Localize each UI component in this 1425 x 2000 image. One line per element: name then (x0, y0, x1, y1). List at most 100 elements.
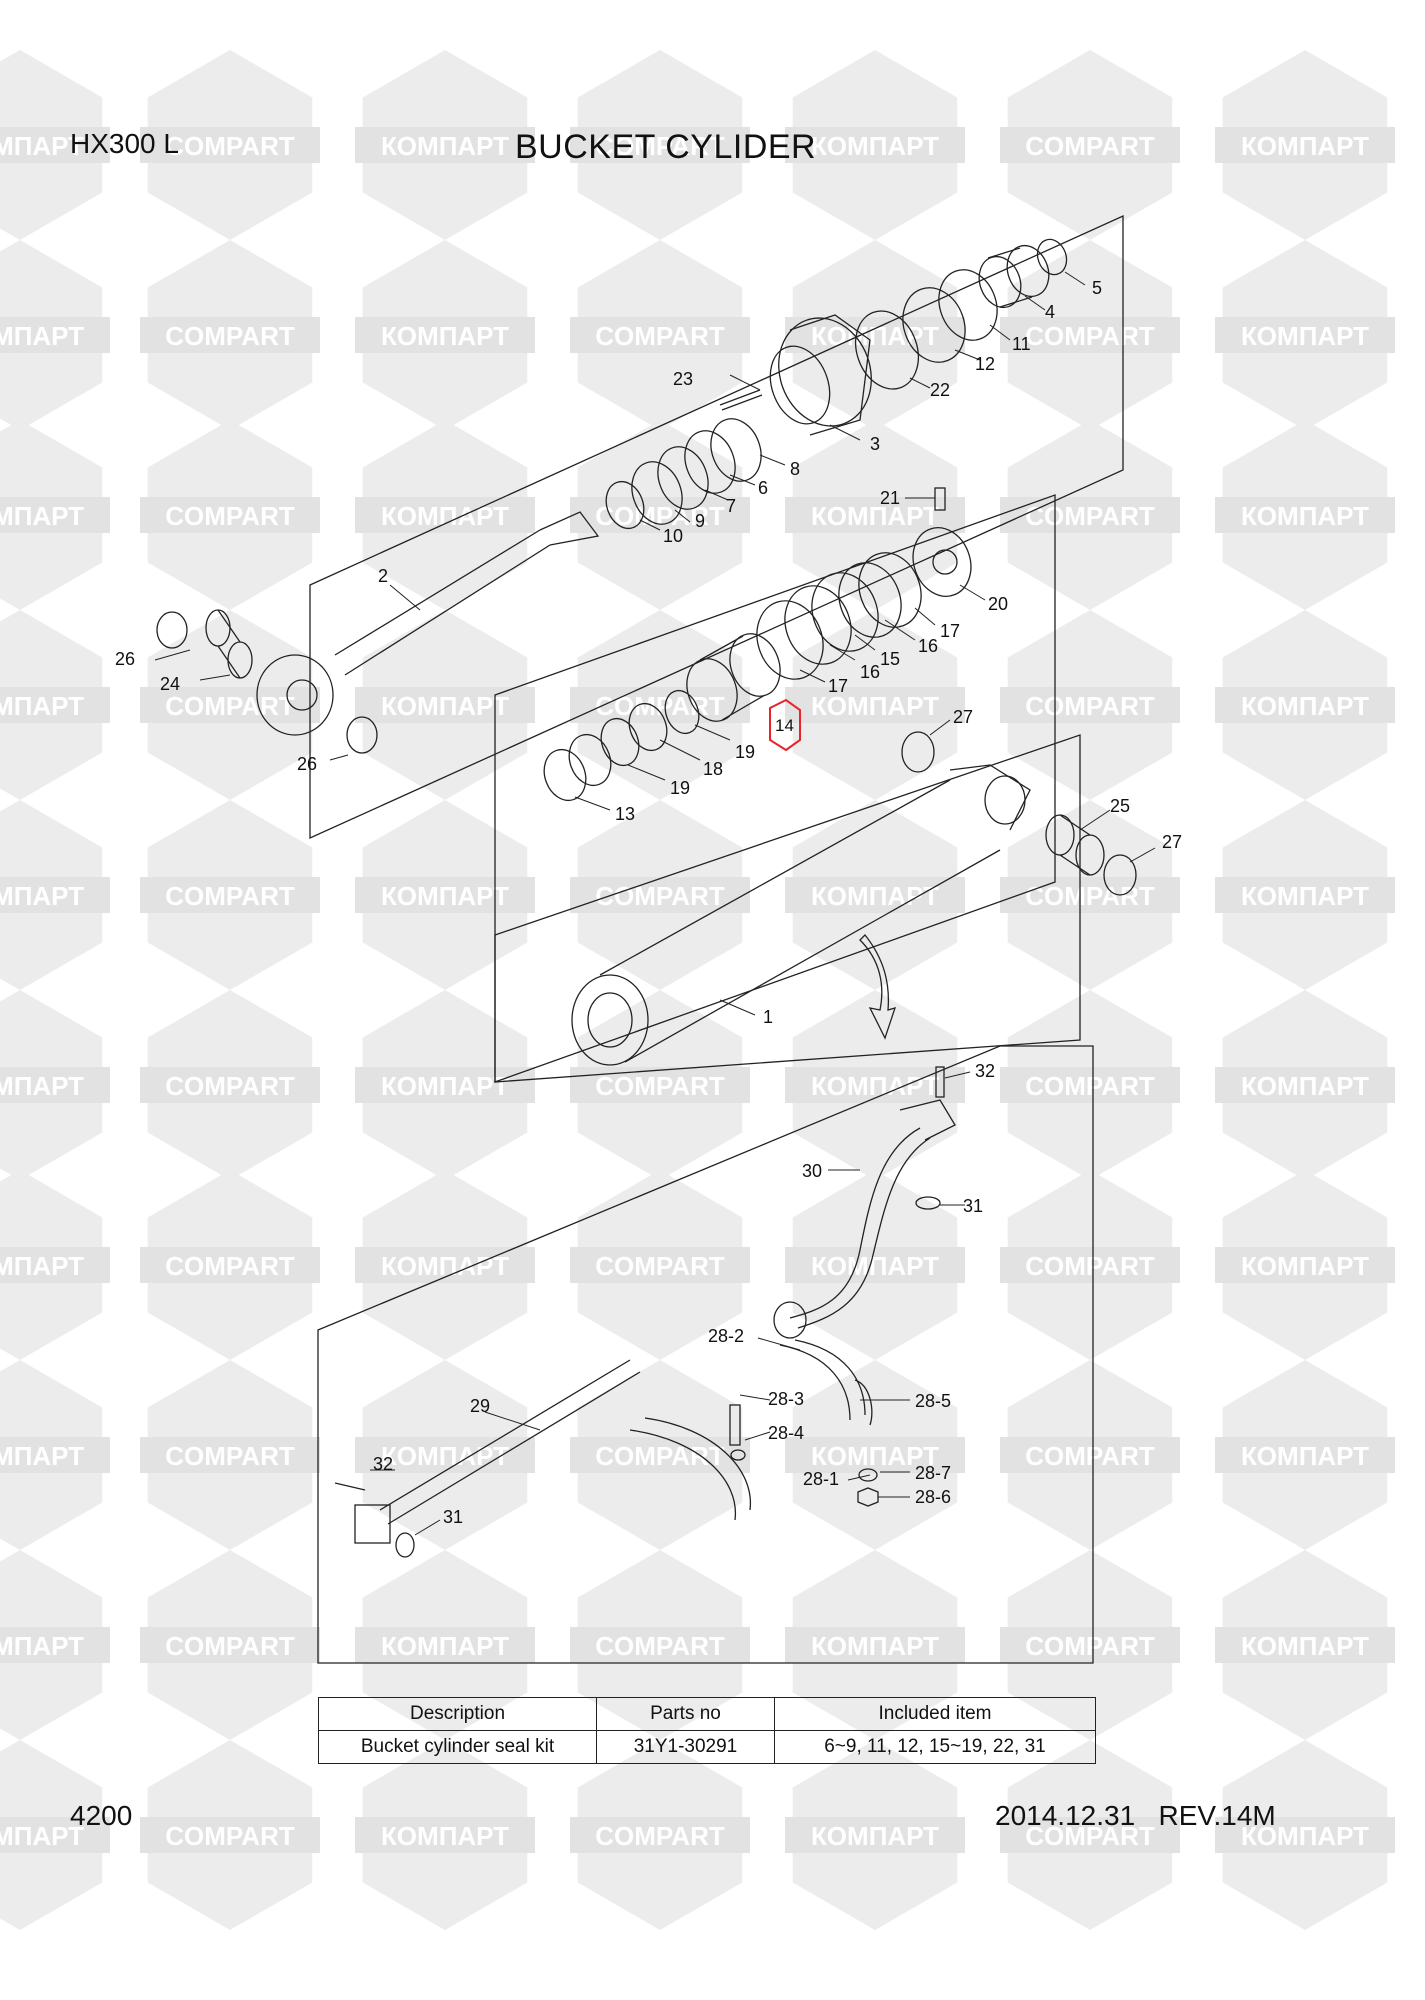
watermark-tile: COMPART (1000, 1170, 1180, 1360)
watermark-tile: КОМПАРТ (0, 1740, 110, 1930)
callout-7: 7 (726, 496, 736, 516)
callout-32-top: 32 (975, 1061, 995, 1081)
callout-28-4: 28-4 (768, 1423, 804, 1443)
svg-text:КОМПАРТ: КОМПАРТ (0, 1441, 84, 1471)
callout-31-bottom: 31 (443, 1507, 463, 1527)
watermark-tile: КОМПАРТ (355, 610, 535, 800)
callout-16-b: 16 (860, 662, 880, 682)
watermark-tile: КОМПАРТ (0, 50, 110, 240)
part-15-seal (811, 572, 879, 652)
svg-text:COMPART: COMPART (595, 1441, 725, 1471)
watermark-tile: КОМПАРТ (1215, 610, 1395, 800)
callout-28-2: 28-2 (708, 1326, 744, 1346)
part-30-pipe (773, 1099, 956, 1339)
watermark-tile: COMPART (140, 1740, 320, 1930)
svg-text:COMPART: COMPART (595, 1821, 725, 1851)
column-header-description: Description (318, 1697, 597, 1731)
part-17-ring-a (858, 552, 922, 628)
part-6-seal (684, 430, 736, 494)
watermark-tile: COMPART (1000, 990, 1180, 1180)
callout-19-b: 19 (670, 778, 690, 798)
part-28-clamp-assembly (629, 1339, 879, 1521)
svg-text:КОМПАРТ: КОМПАРТ (811, 321, 939, 351)
svg-text:КОМПАРТ: КОМПАРТ (381, 1071, 509, 1101)
watermark-tile: COMPART (140, 1360, 320, 1550)
part-25-bushing (1045, 814, 1105, 876)
part-5-snap-ring (1036, 238, 1068, 276)
svg-text:COMPART: COMPART (165, 881, 295, 911)
callout-12: 12 (975, 354, 995, 374)
watermark-tile: COMPART (1000, 1550, 1180, 1740)
svg-text:КОМПАРТ: КОМПАРТ (1241, 1631, 1369, 1661)
svg-text:КОМПАРТ: КОМПАРТ (381, 501, 509, 531)
svg-text:COMPART: COMPART (1025, 1631, 1155, 1661)
watermark-tile: КОМПАРТ (1215, 1170, 1395, 1360)
svg-text:COMPART: COMPART (1025, 321, 1155, 351)
svg-text:КОМПАРТ: КОМПАРТ (811, 1441, 939, 1471)
svg-text:КОМПАРТ: КОМПАРТ (811, 691, 939, 721)
callout-5: 5 (1092, 278, 1102, 298)
part-32-bolt-bottom (334, 1482, 366, 1491)
callout-18: 18 (703, 759, 723, 779)
svg-text:КОМПАРТ: КОМПАРТ (0, 321, 84, 351)
watermark-tile: КОМПАРТ (1215, 240, 1395, 430)
callout-30: 30 (802, 1161, 822, 1181)
svg-text:COMPART: COMPART (165, 1251, 295, 1281)
svg-text:COMPART: COMPART (595, 881, 725, 911)
callout-17-b: 17 (828, 676, 848, 696)
column-header-parts-no: Parts no (596, 1697, 775, 1731)
revision-info: 2014.12.31 REV.14M (995, 1800, 1276, 1831)
watermark-tile: COMPART (570, 1550, 750, 1740)
watermark-tile: COMPART (570, 1740, 750, 1930)
callout-23: 23 (673, 369, 693, 389)
part-12-seal (902, 287, 966, 363)
svg-text:КОМПАРТ: КОМПАРТ (811, 1071, 939, 1101)
svg-text:КОМПАРТ: КОМПАРТ (0, 1071, 84, 1101)
callout-28-7: 28-7 (915, 1463, 951, 1483)
part-29-pipe (354, 1359, 641, 1544)
watermark-tile: КОМПАРТ (355, 800, 535, 990)
callout-19-a: 19 (735, 742, 755, 762)
leader-lines (154, 271, 1156, 1536)
svg-text:COMPART: COMPART (595, 1071, 725, 1101)
callout-6: 6 (758, 478, 768, 498)
part-14-piston (686, 633, 781, 722)
svg-text:КОМПАРТ: КОМПАРТ (0, 881, 84, 911)
watermark-tile: КОМПАРТ (785, 1550, 965, 1740)
svg-text:COMPART: COMPART (1025, 131, 1155, 161)
watermark-tile: COMPART (570, 420, 750, 610)
callout-4: 4 (1045, 302, 1055, 322)
svg-text:COMPART: COMPART (165, 1631, 295, 1661)
svg-text:COMPART: COMPART (165, 1071, 295, 1101)
watermark-tile: COMPART (1000, 1360, 1180, 1550)
svg-text:КОМПАРТ: КОМПАРТ (1241, 881, 1369, 911)
callout-31-top: 31 (963, 1196, 983, 1216)
watermark-tile: COMPART (570, 50, 750, 240)
watermark-tile: КОМПАРТ (1215, 1360, 1395, 1550)
part-1-tube (571, 764, 1031, 1066)
callout-11: 11 (1012, 334, 1031, 354)
svg-text:КОМПАРТ: КОМПАРТ (1241, 131, 1369, 161)
watermark-tile: COMPART (140, 50, 320, 240)
watermark-tile: COMPART (570, 1170, 750, 1360)
part-26-dust-seal-bottom (346, 716, 378, 754)
watermark-tile: COMPART (140, 1170, 320, 1360)
svg-text:КОМПАРТ: КОМПАРТ (1241, 501, 1369, 531)
part-10-retaining-ring (605, 480, 645, 530)
part-7-seal (657, 446, 709, 510)
callout-24: 24 (160, 674, 180, 694)
watermark-tile: КОМПАРТ (1215, 1550, 1395, 1740)
callout-29: 29 (470, 1396, 490, 1416)
watermark-tile: КОМПАРТ (1215, 800, 1395, 990)
watermark-tile: COMPART (140, 990, 320, 1180)
frame-rod-group (309, 214, 1124, 840)
watermark-tile: КОМПАРТ (355, 240, 535, 430)
svg-text:КОМПАРТ: КОМПАРТ (1241, 1821, 1369, 1851)
watermark-tile: КОМПАРТ (355, 1360, 535, 1550)
watermark-tile: КОМПАРТ (1215, 990, 1395, 1180)
svg-text:КОМПАРТ: КОМПАРТ (0, 1631, 84, 1661)
callout-27-bottom: 27 (1162, 832, 1182, 852)
callout-8: 8 (790, 459, 800, 479)
watermark-tile: COMPART (140, 240, 320, 430)
svg-text:КОМПАРТ: КОМПАРТ (381, 1821, 509, 1851)
